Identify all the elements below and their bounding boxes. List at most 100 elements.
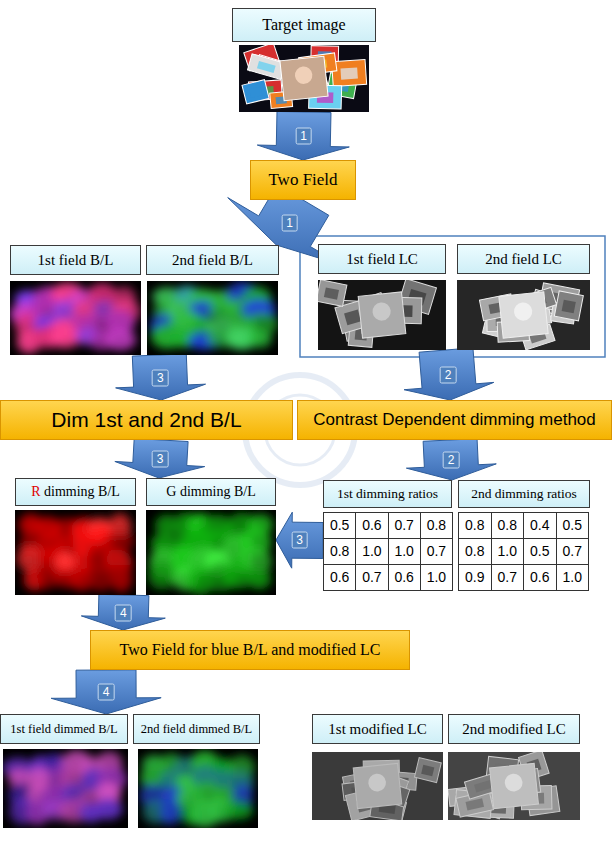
step-number: 1 [295, 128, 312, 145]
table-cell: 0.5 [523, 538, 557, 565]
photo-content [257, 61, 276, 73]
lc-image [457, 280, 590, 350]
step-number: 3 [152, 451, 169, 468]
table-cell: 1.0 [556, 564, 590, 591]
table-cell: 0.7 [388, 512, 421, 539]
panel-title: 2nd modified LC [448, 714, 580, 744]
backlight-blob [93, 798, 122, 819]
lc-image [448, 752, 580, 820]
image-panel: G dimming B/L [146, 478, 276, 595]
backlight-glow [17, 513, 135, 592]
panel-title: 2nd field B/L [146, 245, 279, 275]
photo-frame [358, 292, 406, 338]
process-band: Two Field for blue B/L and modified LC [90, 630, 410, 670]
backlight-blob [105, 531, 134, 552]
process-band: Dim 1st and 2nd B/L [0, 400, 293, 440]
photo-face [294, 66, 313, 85]
photo-content [344, 310, 361, 326]
block-arrow [404, 348, 494, 400]
backlight-image [146, 510, 276, 595]
table-cell: 0.8 [458, 512, 492, 539]
step-number: 4 [98, 684, 115, 701]
backlight-image [138, 749, 258, 828]
step-number: 3 [152, 369, 169, 386]
ratio-panel: 2nd dimming ratios0.80.80.40.50.81.00.50… [458, 480, 590, 590]
block-arrow [276, 512, 323, 568]
table-cell: 0.8 [458, 538, 492, 565]
center-photo [280, 56, 328, 101]
table-cell: 0.4 [523, 512, 557, 539]
table-cell: 0.8 [420, 512, 453, 539]
image-background [146, 510, 276, 595]
block-arrow [406, 439, 496, 480]
process-label: Contrast Dependent dimming method [298, 401, 611, 439]
image-panel: 1st modified LC [312, 714, 443, 820]
photo-frame [247, 54, 285, 80]
panel-title: 2nd field dimmed B/L [133, 714, 260, 744]
photo-tile [414, 758, 441, 783]
step-number: 2 [440, 367, 457, 384]
panel-title: Target image [232, 8, 376, 42]
backlight-blob [104, 329, 136, 351]
step-number: 3 [291, 532, 308, 549]
target-photo [239, 45, 369, 112]
photo-content [324, 287, 339, 299]
panel-title: 2nd field LC [457, 244, 590, 274]
backlight-blob [87, 562, 115, 592]
photo-tile [247, 54, 285, 80]
image-background [3, 749, 128, 828]
table-cell: 0.6 [355, 512, 388, 539]
photo-frame [554, 291, 583, 321]
image-background [312, 752, 443, 820]
table-cell: 0.6 [323, 564, 356, 591]
photo-frame [332, 60, 367, 87]
panel-title: 1st dimming ratios [323, 480, 452, 508]
backlight-blob [247, 569, 271, 590]
image-background [138, 749, 258, 828]
photo-frame [490, 763, 539, 808]
step-number: 1 [281, 214, 298, 231]
block-arrow [81, 594, 165, 630]
step-number: 2 [443, 452, 460, 469]
lc-image [312, 752, 443, 820]
process-band: Two Field [250, 160, 356, 200]
backlight-image [147, 281, 278, 355]
backlight-blob [248, 329, 272, 348]
table-cell: 0.8 [323, 538, 356, 565]
backlight-glow [10, 282, 140, 353]
table-cell: 0.7 [491, 564, 525, 591]
image-panel: 1st field dimmed B/L [0, 714, 128, 828]
panel-title: R dimming B/L [15, 478, 136, 506]
photo-frame [414, 758, 441, 783]
image-panel: 2nd field B/L [146, 245, 279, 355]
table-cell: 1.0 [355, 538, 388, 565]
process-band: Contrast Dependent dimming method [297, 400, 612, 440]
process-label: Dim 1st and 2nd B/L [1, 401, 292, 439]
image-background [239, 45, 369, 112]
table-cell: 0.6 [523, 564, 557, 591]
process-label: Two Field [251, 161, 355, 199]
backlight-blob [111, 565, 133, 593]
photo-tile [242, 80, 269, 104]
backlight-image [10, 281, 141, 355]
photo-face [513, 302, 533, 322]
photo-face [372, 302, 392, 322]
photo-frame [353, 763, 402, 808]
table-cell: 0.5 [556, 512, 590, 539]
table-cell: 0.7 [420, 538, 453, 565]
image-background [457, 280, 590, 350]
table-cell: 1.0 [388, 538, 421, 565]
center-photo [353, 763, 402, 808]
table-cell: 0.5 [323, 512, 356, 539]
table-cell: 0.7 [355, 564, 388, 591]
ratio-panel: 1st dimming ratios0.50.60.70.80.81.01.00… [323, 480, 452, 590]
backlight-image [3, 749, 128, 828]
table-cell: 0.7 [556, 538, 590, 565]
step-number: 4 [115, 604, 132, 621]
image-panel: R dimming B/L [15, 478, 136, 595]
center-photo [358, 292, 406, 338]
lc-group-frame [300, 236, 605, 357]
